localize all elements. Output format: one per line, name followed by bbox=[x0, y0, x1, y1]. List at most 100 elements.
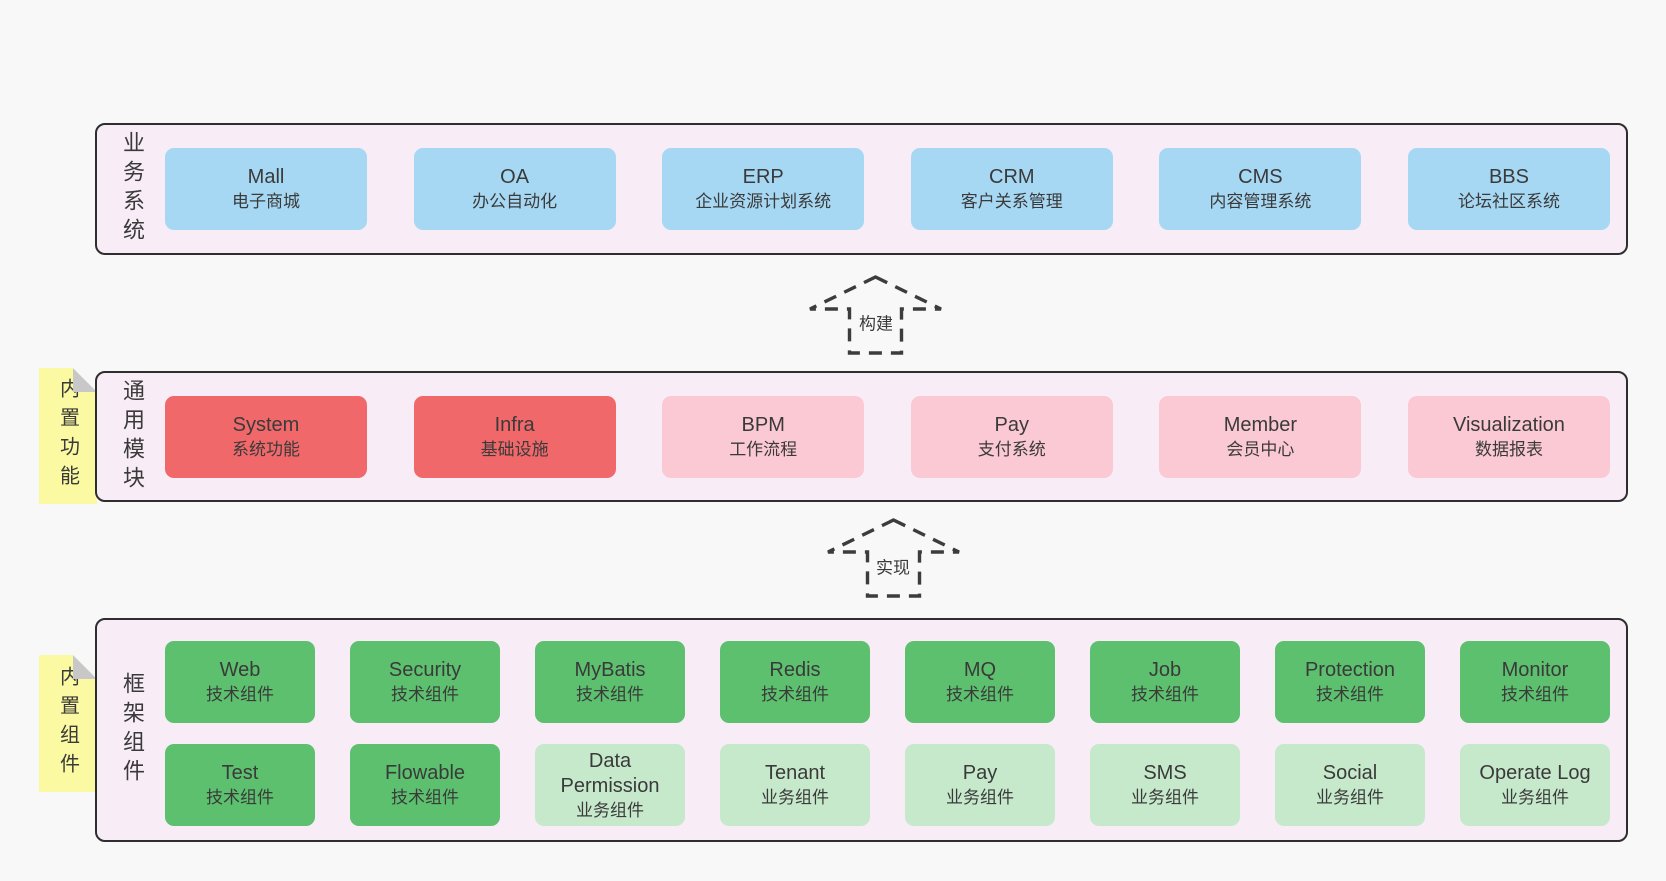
box-subtitle: 数据报表 bbox=[1474, 439, 1543, 459]
box-visualization: Visualization 数据报表 bbox=[1407, 395, 1610, 478]
box-title: MQ bbox=[963, 659, 997, 681]
arrow-implement-label: 实现 bbox=[873, 552, 913, 580]
box-flowable: Flowable 技术组件 bbox=[350, 744, 500, 826]
box-title: Mall bbox=[247, 166, 285, 188]
note-fold-icon bbox=[73, 368, 97, 392]
band-common-modules-content: System 系统功能 Infra 基础设施 BPM 工作流程 Pay 支付系统… bbox=[157, 373, 1626, 500]
box-subtitle: 技术组件 bbox=[1131, 685, 1199, 704]
box-infra: Infra 基础设施 bbox=[413, 395, 616, 478]
box-subtitle: 基础设施 bbox=[480, 439, 549, 459]
box-title: Social bbox=[1322, 762, 1378, 784]
band-label-common-modules: 通用模块 bbox=[120, 378, 145, 495]
up-arrow-build-icon bbox=[805, 272, 946, 358]
box-subtitle: 电子商城 bbox=[232, 192, 300, 211]
box-title: Protection bbox=[1304, 659, 1396, 681]
box-subtitle: 客户关系管理 bbox=[960, 192, 1063, 211]
box-title: Operate Log bbox=[1479, 762, 1591, 784]
box-social: Social 业务组件 bbox=[1275, 744, 1425, 826]
band-framework-components-content: Web 技术组件 Security 技术组件 MyBatis 技术组件 Redi… bbox=[157, 620, 1626, 840]
box-subtitle: 业务组件 bbox=[1501, 788, 1569, 807]
box-title: ERP bbox=[742, 166, 784, 188]
box-mall: Mall 电子商城 bbox=[165, 148, 367, 230]
box-title: BBS bbox=[1488, 166, 1529, 188]
box-title: Test bbox=[221, 762, 259, 784]
box-subtitle: 技术组件 bbox=[576, 685, 644, 704]
box-title: Security bbox=[388, 659, 462, 681]
box-title: SMS bbox=[1143, 762, 1187, 784]
box-data-permission: Data Permission 业务组件 bbox=[535, 744, 685, 826]
box-subtitle: 技术组件 bbox=[761, 685, 829, 704]
sticky-note-builtin-components: 内置组件 bbox=[39, 655, 97, 792]
box-subtitle: 技术组件 bbox=[206, 788, 274, 807]
sticky-note-builtin-features: 内置功能 bbox=[39, 368, 97, 504]
box-job: Job 技术组件 bbox=[1090, 641, 1240, 723]
box-subtitle: 业务组件 bbox=[1131, 788, 1199, 807]
note-fold-icon bbox=[73, 655, 97, 679]
box-pay-business: Pay 业务组件 bbox=[905, 744, 1055, 826]
box-protection: Protection 技术组件 bbox=[1275, 641, 1425, 723]
box-subtitle: 支付系统 bbox=[977, 439, 1046, 459]
box-title: Monitor bbox=[1501, 659, 1569, 681]
band-label-wrap: 通用模块 bbox=[97, 373, 157, 500]
box-title: Infra bbox=[494, 413, 535, 436]
box-web: Web 技术组件 bbox=[165, 641, 315, 723]
box-crm: CRM 客户关系管理 bbox=[910, 148, 1113, 230]
arrow-build-label: 构建 bbox=[856, 308, 896, 336]
box-pay: Pay 支付系统 bbox=[910, 395, 1113, 478]
box-subtitle: 技术组件 bbox=[391, 788, 459, 807]
box-subtitle: 技术组件 bbox=[391, 685, 459, 704]
framework-row-2: Test 技术组件 Flowable 技术组件 Data Permission … bbox=[165, 744, 1610, 826]
box-tenant: Tenant 业务组件 bbox=[720, 744, 870, 826]
box-cms: CMS 内容管理系统 bbox=[1159, 148, 1362, 230]
box-subtitle: 业务组件 bbox=[761, 788, 829, 807]
box-title: Redis bbox=[769, 659, 821, 681]
box-subtitle: 业务组件 bbox=[1316, 788, 1384, 807]
box-subtitle: 技术组件 bbox=[946, 685, 1014, 704]
band-label-business-systems: 业务系统 bbox=[120, 131, 145, 247]
box-subtitle: 技术组件 bbox=[1316, 685, 1384, 704]
band-business-systems: 业务系统 Mall 电子商城 OA 办公自动化 ERP 企业资源计划系统 CRM… bbox=[95, 123, 1628, 255]
box-subtitle: 论坛社区系统 bbox=[1457, 192, 1560, 211]
box-bpm: BPM 工作流程 bbox=[662, 395, 865, 478]
box-subtitle: 业务组件 bbox=[946, 788, 1014, 807]
box-test: Test 技术组件 bbox=[165, 744, 315, 826]
box-subtitle: 会员中心 bbox=[1226, 439, 1295, 459]
band-framework-components: 框架组件 Web 技术组件 Security 技术组件 MyBatis 技术组件… bbox=[95, 618, 1628, 842]
box-subtitle: 办公自动化 bbox=[472, 192, 558, 211]
box-title: Flowable bbox=[384, 762, 466, 784]
box-mybatis: MyBatis 技术组件 bbox=[535, 641, 685, 723]
box-subtitle: 工作流程 bbox=[729, 439, 798, 459]
box-subtitle: 业务组件 bbox=[576, 800, 644, 820]
band-common-modules: 通用模块 System 系统功能 Infra 基础设施 BPM 工作流程 Pay… bbox=[95, 371, 1628, 502]
framework-row-1: Web 技术组件 Security 技术组件 MyBatis 技术组件 Redi… bbox=[165, 641, 1610, 723]
box-subtitle: 技术组件 bbox=[1501, 685, 1569, 704]
sticky-note-builtin-components-label: 内置组件 bbox=[56, 665, 79, 782]
box-title: Web bbox=[219, 659, 261, 681]
box-subtitle: 内容管理系统 bbox=[1209, 192, 1312, 211]
box-title: Member bbox=[1223, 413, 1298, 436]
box-title: CRM bbox=[989, 166, 1035, 188]
box-subtitle: 系统功能 bbox=[232, 439, 300, 459]
box-title: Job bbox=[1148, 659, 1182, 681]
box-subtitle: 技术组件 bbox=[206, 685, 274, 704]
box-title: CMS bbox=[1238, 166, 1283, 188]
box-title: Visualization bbox=[1453, 413, 1565, 436]
box-sms: SMS 业务组件 bbox=[1090, 744, 1240, 826]
band-label-wrap: 业务系统 bbox=[97, 125, 157, 253]
box-monitor: Monitor 技术组件 bbox=[1460, 641, 1610, 723]
box-subtitle: 企业资源计划系统 bbox=[695, 192, 832, 211]
box-title: Data Permission bbox=[560, 749, 660, 797]
band-business-systems-content: Mall 电子商城 OA 办公自动化 ERP 企业资源计划系统 CRM 客户关系… bbox=[157, 125, 1626, 253]
box-title: Pay bbox=[962, 762, 998, 784]
sticky-note-builtin-features-label: 内置功能 bbox=[56, 378, 79, 494]
box-title: Tenant bbox=[764, 762, 826, 784]
up-arrow-implement-icon bbox=[823, 515, 964, 601]
box-security: Security 技术组件 bbox=[350, 641, 500, 723]
box-mq: MQ 技术组件 bbox=[905, 641, 1055, 723]
box-redis: Redis 技术组件 bbox=[720, 641, 870, 723]
box-system: System 系统功能 bbox=[165, 395, 367, 478]
box-erp: ERP 企业资源计划系统 bbox=[662, 148, 865, 230]
box-oa: OA 办公自动化 bbox=[413, 148, 616, 230]
box-title: BPM bbox=[741, 413, 785, 436]
